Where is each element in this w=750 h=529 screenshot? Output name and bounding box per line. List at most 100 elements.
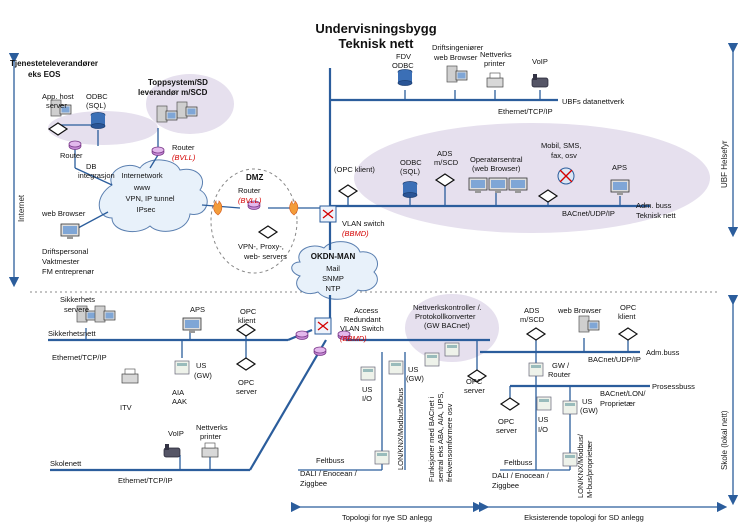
- title-line1: Undervisningsbygg: [315, 21, 436, 36]
- sikkerhets-servere-l2: servere: [64, 305, 89, 314]
- us-gw-right-l2: (GW): [580, 406, 598, 415]
- opc-server-left-l2: server: [236, 387, 257, 396]
- dmz-zone: [210, 168, 298, 274]
- adm-buss-top-l2: Teknisk nett: [636, 211, 677, 220]
- web-browser-right-label: web Browser: [557, 306, 602, 315]
- ubf-helsefyr-label: UBF Helsefyr: [720, 140, 729, 188]
- firewall-left-icon: [213, 200, 223, 216]
- opc-klient-right-icon: [618, 327, 638, 341]
- skolenett-label: Skolenett: [50, 459, 82, 468]
- nettverksprinter-bottom-l1: Nettverks: [196, 423, 228, 432]
- opc-server-right-l1: OPC: [498, 417, 515, 426]
- gw-router-l2: Router: [548, 370, 571, 379]
- us-io-right-icon: [536, 396, 552, 411]
- us-io-right-l1: US: [538, 415, 548, 424]
- sikkerhets-server2-icon: [94, 305, 116, 323]
- dmz-router-label: Router: [238, 186, 261, 195]
- opc-server-mid-l2: server: [464, 386, 485, 395]
- driftspersonal-l1: Driftspersonal: [42, 247, 89, 256]
- tjeneste-l1: Tjenesteteleverandører: [10, 59, 98, 68]
- odbc-mid-db-icon: [402, 181, 418, 198]
- vlan-switch-l2: (BBMD): [342, 229, 369, 238]
- voip-bottom-icon: [163, 443, 181, 458]
- internetwork-l4: IPsec: [137, 205, 156, 214]
- internetwork-l3: VPN, IP tunnel: [125, 194, 174, 203]
- prosessbuss-label: Prosessbuss: [652, 382, 695, 391]
- us-io-icon: [360, 366, 376, 381]
- us-io-right-l2: I/O: [538, 425, 548, 434]
- nettverkskontroller-l2: Protokollkonverter: [415, 312, 476, 321]
- tjeneste-l2: eks EOS: [28, 70, 61, 79]
- toppsystem-l2: leverandør m/SCD: [138, 88, 208, 97]
- okdn-l1: OKDN-MAN: [311, 252, 356, 261]
- nettverkskontroller-l1: Nettverkskontroller /.: [413, 303, 482, 312]
- printer-bottom-icon: [201, 442, 219, 458]
- feltbuss-right-device-icon: [562, 452, 578, 467]
- opc-klient-right-l2: klient: [618, 312, 636, 321]
- adm-buss-right-label: Adm.buss: [646, 348, 680, 357]
- opc-server-mid-l1: OPC: [466, 377, 483, 386]
- driftsingenior-l2: web Browser: [433, 53, 478, 62]
- okdn-cloud: [291, 241, 378, 300]
- internetwork-cloud: [98, 159, 208, 233]
- sikkerhets-servere-l1: Sikkerhets: [60, 295, 95, 304]
- title-line2: Teknisk nett: [339, 36, 415, 51]
- vlan-switch-l1: VLAN switch: [342, 219, 385, 228]
- us-gw-left-l1: US: [196, 361, 206, 370]
- db-integrasjon-l2: integrasjon: [78, 171, 115, 180]
- access-switch-l1: Access: [354, 306, 378, 315]
- access-router-bottom-icon: [313, 346, 327, 356]
- opc-server-right-icon: [500, 397, 520, 411]
- funksjon-unit-icon: [424, 352, 440, 367]
- ubf-datanett-label: UBFs datanettverk: [562, 97, 624, 106]
- opc-server-left-icon: [236, 357, 256, 371]
- toppsystem-l1: Toppsystem/SD: [148, 78, 208, 87]
- app-host-l2: server: [46, 101, 67, 110]
- aps-top-label: APS: [612, 163, 627, 172]
- odbc-mid-l2: (SQL): [400, 167, 421, 176]
- us-io-l2: I/O: [362, 394, 372, 403]
- nettverkskontroller-icon: [444, 342, 460, 357]
- ads-right-l1: ADS: [524, 306, 539, 315]
- internetwork-l1: Internetwork: [121, 171, 163, 180]
- gw-router-l1: GW /: [552, 361, 570, 370]
- okdn-l4: NTP: [326, 284, 341, 293]
- driftspersonal-l3: FM entreprenør: [42, 267, 95, 276]
- alarm-icon: [557, 167, 575, 185]
- bacnet-udp-right-label: BACnet/UDP/IP: [588, 355, 641, 364]
- driftsingenior-pc-icon: [446, 65, 468, 83]
- operatorsentral-l1: Operatørsentral: [470, 155, 523, 164]
- app-host-l1: App. host: [42, 92, 75, 101]
- us-gw-mid-l2: (GW): [406, 374, 424, 383]
- nettverksprinter-top-l1: Nettverks: [480, 50, 512, 59]
- aak-label: AAK: [172, 397, 187, 406]
- dali-right-l1: DALI / Enocean /: [492, 471, 550, 480]
- nettverkskontroller-l3: (GW BACnet): [424, 321, 470, 330]
- us-gw-right-l1: US: [582, 397, 592, 406]
- nettverkskontroller-zone: [405, 294, 499, 362]
- dmz-l1: VPN-, Proxy-,: [238, 242, 284, 251]
- lon-knx-right-l2: M-bus/proprietær: [585, 440, 594, 498]
- dmz-l2: web- servers: [243, 252, 287, 261]
- feltbuss-left-device-icon: [374, 450, 390, 465]
- access-switch-icon: [314, 317, 332, 335]
- driftsingenior-l1: Driftsingeniører: [432, 43, 484, 52]
- access-router-left-icon: [295, 330, 309, 340]
- bacnet-lon-l1: BACnet/LON/: [600, 389, 646, 398]
- router-bvll-top-l2: (BVLL): [172, 153, 196, 162]
- operatorsentral-l2: (web Browser): [472, 164, 521, 173]
- opc-klient-left-l1: OPC: [240, 307, 257, 316]
- opc-server-left-l1: OPC: [238, 378, 255, 387]
- internet-label: Internet: [17, 194, 26, 222]
- mobil-l2: fax, osv: [551, 151, 577, 160]
- topologi-eks-label: Eksisterende topologi for SD anlegg: [524, 513, 644, 522]
- feltbuss-right-label: Feltbuss: [504, 458, 533, 467]
- dali-right-l2: Ziggbee: [492, 481, 519, 490]
- voip-top-label: VoIP: [532, 57, 548, 66]
- odbc-top-l1: ODBC: [86, 92, 108, 101]
- us-io-l1: US: [362, 385, 372, 394]
- router-bvll-top-icon: [151, 146, 165, 156]
- dmz-bvll-label: (BVLL): [238, 196, 262, 205]
- bacnet-lon-l2: Proprietær: [600, 399, 636, 408]
